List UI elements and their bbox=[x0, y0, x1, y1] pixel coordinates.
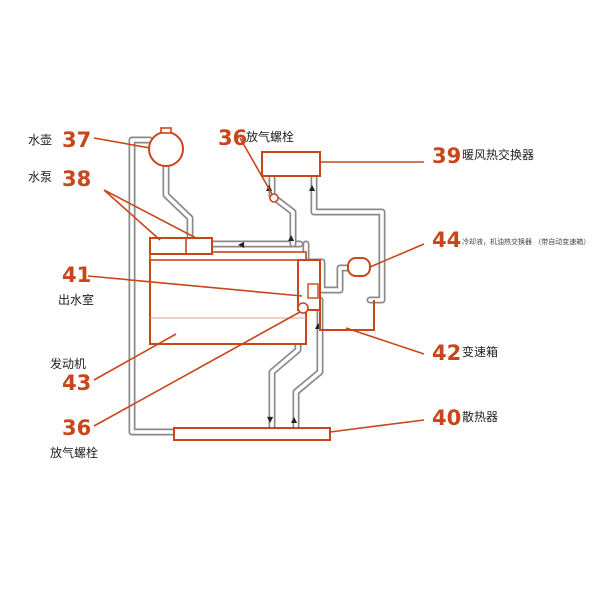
flow-arrow-icon: ▼ bbox=[267, 415, 274, 424]
bleed-screw-lower bbox=[297, 302, 309, 314]
transmission bbox=[319, 300, 375, 331]
label-40-number: 40 bbox=[432, 406, 461, 430]
label-36-top-text: 放气螺栓 bbox=[246, 129, 294, 144]
label-41-text: 出水室 bbox=[58, 292, 94, 307]
leader-37 bbox=[93, 137, 151, 149]
label-44-text: 冷却液，机油热交换器 （带自动变速箱） bbox=[462, 237, 590, 246]
label-44-number: 44 bbox=[432, 228, 461, 252]
bleed-screw-upper bbox=[269, 193, 279, 203]
leader-36-top bbox=[239, 137, 273, 195]
label-39-number: 39 bbox=[432, 144, 461, 168]
oil-cooler bbox=[347, 257, 371, 277]
label-40-text: 散热器 bbox=[462, 409, 498, 424]
label-38-number: 38 bbox=[62, 167, 91, 191]
flow-arrow-icon: ▲ bbox=[309, 183, 316, 192]
hose-tank-to-pump bbox=[162, 162, 194, 242]
radiator bbox=[173, 427, 331, 441]
flow-arrow-icon: ▲ bbox=[266, 183, 273, 192]
label-42-text: 变速箱 bbox=[462, 344, 498, 359]
label-41-number: 41 bbox=[62, 263, 91, 287]
flow-arrow-icon: ▲ bbox=[288, 233, 295, 242]
flow-arrow-icon: ◀ bbox=[238, 240, 245, 249]
leader-44 bbox=[369, 243, 425, 268]
label-36-bottom-text: 放气螺栓 bbox=[50, 445, 98, 460]
label-36-top-number: 36 bbox=[218, 126, 247, 150]
leader-36-bottom bbox=[93, 311, 301, 427]
leader-38a bbox=[103, 189, 161, 241]
flow-arrow-icon: ▲ bbox=[291, 415, 298, 424]
label-42-number: 42 bbox=[432, 341, 461, 365]
label-37-text: 水壶 bbox=[28, 132, 52, 147]
label-38-text: 水泵 bbox=[28, 170, 52, 184]
label-43-number: 43 bbox=[62, 371, 91, 395]
label-36-bottom-number: 36 bbox=[62, 416, 91, 440]
leader-40 bbox=[329, 419, 425, 433]
heater-core bbox=[261, 151, 321, 177]
flow-arrow-icon: ▲ bbox=[315, 321, 322, 330]
label-39-text: 暖风热交换器 bbox=[462, 147, 534, 162]
leader-42 bbox=[345, 327, 425, 355]
water-pump bbox=[149, 237, 213, 255]
label-37-number: 37 bbox=[62, 128, 91, 152]
leader-41 bbox=[87, 275, 303, 297]
leader-38b bbox=[103, 189, 197, 239]
leader-43 bbox=[93, 333, 177, 381]
expansion-tank bbox=[148, 131, 184, 167]
label-43-text: 发动机 bbox=[50, 356, 86, 371]
engine-block bbox=[149, 257, 307, 345]
